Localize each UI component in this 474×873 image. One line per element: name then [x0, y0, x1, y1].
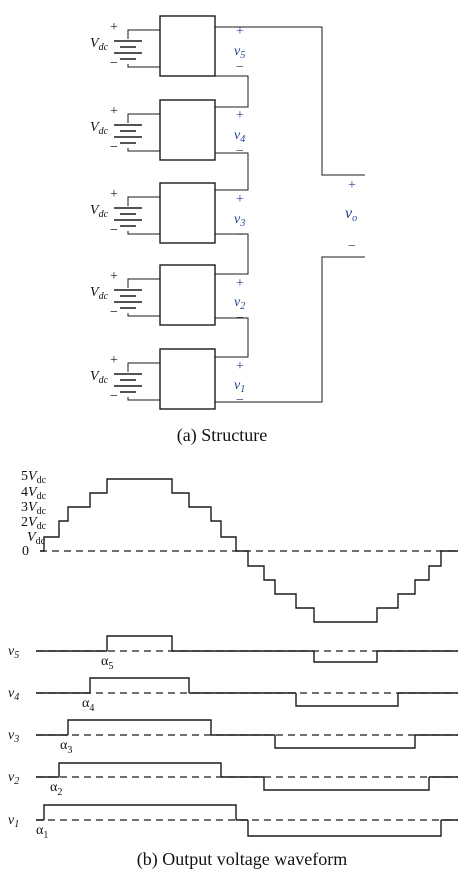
svg-text:α4: α4 [82, 696, 94, 714]
svg-text:Vdc: Vdc [90, 285, 109, 302]
svg-text:+: + [236, 108, 244, 123]
svg-text:Vdc: Vdc [27, 530, 46, 547]
svg-text:−: − [110, 223, 118, 238]
svg-text:0: 0 [22, 544, 29, 559]
svg-text:−: − [110, 56, 118, 71]
svg-text:5Vdc: 5Vdc [21, 469, 47, 486]
svg-text:v5: v5 [8, 644, 19, 661]
svg-text:v5: v5 [234, 44, 245, 61]
h-bridge-cell-1 [159, 348, 216, 410]
dc-sources [114, 29, 160, 401]
source-labels: Vdc + − Vdc + − Vdc + − Vdc + − Vdc + − [90, 20, 118, 404]
h-bridge-cell-5 [159, 15, 216, 77]
svg-text:vo: vo [345, 205, 357, 224]
svg-text:α3: α3 [60, 738, 72, 756]
svg-text:α2: α2 [50, 780, 62, 798]
svg-text:v1: v1 [8, 813, 19, 830]
svg-text:2Vdc: 2Vdc [21, 515, 47, 532]
svg-text:Vdc: Vdc [90, 203, 109, 220]
svg-text:v4: v4 [234, 128, 245, 145]
cell-waveform-labels: v5 v4 v3 v2 v1 [8, 644, 19, 830]
structure-diagram: Vdc + − Vdc + − Vdc + − Vdc + − Vdc + − … [90, 15, 365, 446]
caption-waveform: (b) Output voltage waveform [137, 849, 347, 870]
svg-text:+: + [236, 192, 244, 207]
svg-text:v2: v2 [234, 295, 245, 312]
svg-text:−: − [236, 311, 244, 326]
cell-output-labels: + v5 − + v4 − + v3 − + v2 − + v1 − [234, 24, 245, 408]
level-labels: 5Vdc 4Vdc 3Vdc 2Vdc Vdc 0 [21, 469, 47, 559]
svg-text:+: + [110, 20, 118, 35]
svg-text:+: + [110, 104, 118, 119]
svg-text:−: − [236, 393, 244, 408]
svg-text:+: + [236, 24, 244, 39]
svg-text:−: − [110, 389, 118, 404]
svg-text:α5: α5 [101, 654, 113, 672]
svg-text:Vdc: Vdc [90, 369, 109, 386]
svg-text:v4: v4 [8, 686, 19, 703]
waveform-diagram: 5Vdc 4Vdc 3Vdc 2Vdc Vdc 0 [8, 469, 458, 870]
svg-text:α1: α1 [36, 823, 48, 841]
svg-text:Vdc: Vdc [90, 36, 109, 53]
svg-text:+: + [110, 353, 118, 368]
svg-text:−: − [236, 144, 244, 159]
svg-text:v3: v3 [8, 728, 19, 745]
svg-text:+: + [110, 187, 118, 202]
h-bridge-cell-4 [159, 99, 216, 161]
svg-text:v3: v3 [234, 212, 245, 229]
svg-text:+: + [236, 276, 244, 291]
series-connections [215, 26, 365, 403]
output-voltage-label: + vo − [345, 178, 357, 254]
output-staircase-waveform [40, 478, 458, 623]
svg-text:−: − [236, 60, 244, 75]
svg-text:4Vdc: 4Vdc [21, 485, 47, 502]
svg-text:−: − [348, 239, 356, 254]
svg-text:v1: v1 [234, 378, 245, 395]
svg-text:3Vdc: 3Vdc [21, 500, 47, 517]
svg-text:−: − [236, 228, 244, 243]
svg-text:+: + [110, 269, 118, 284]
cell-waveforms [36, 635, 458, 837]
h-bridge-cell-2 [159, 264, 216, 326]
svg-text:−: − [110, 305, 118, 320]
svg-text:+: + [348, 178, 356, 193]
svg-text:−: − [110, 140, 118, 155]
switching-angle-labels: α5 α4 α3 α2 α1 [36, 654, 113, 841]
svg-text:+: + [236, 359, 244, 374]
h-bridge-cell-3 [159, 182, 216, 244]
svg-text:v2: v2 [8, 770, 19, 787]
svg-text:Vdc: Vdc [90, 120, 109, 137]
caption-structure: (a) Structure [177, 425, 267, 446]
